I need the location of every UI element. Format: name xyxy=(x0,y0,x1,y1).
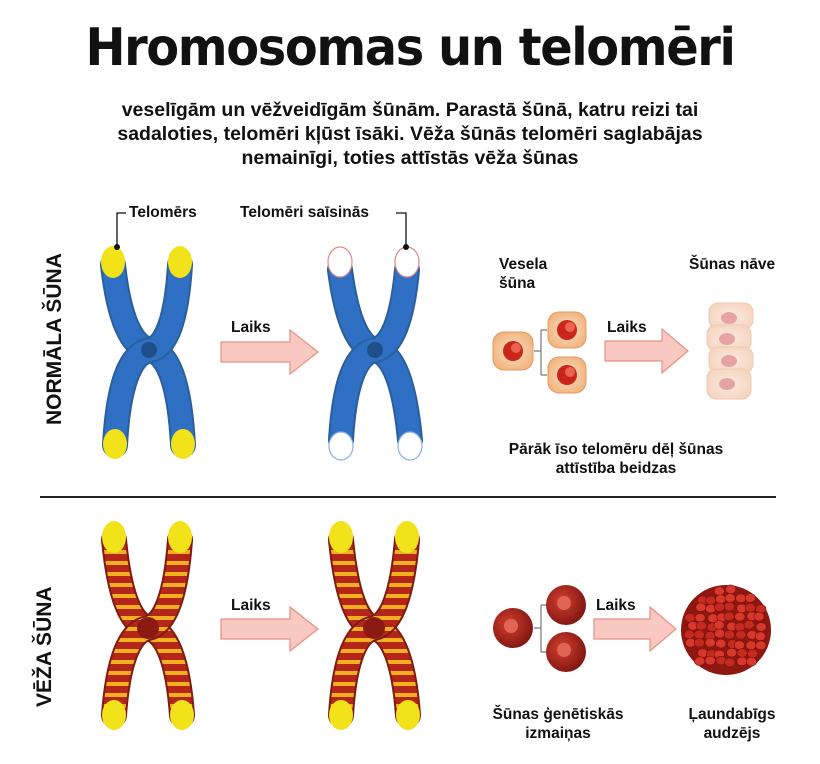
telomere-pointer-line xyxy=(116,212,126,245)
tumor-cluster xyxy=(681,584,771,675)
time-arrow-normal-cells xyxy=(604,327,689,375)
healthy-cell-label: Vesela šūna xyxy=(499,256,548,292)
genetic-change-label: Šūnas ģenētiskās izmaiņas xyxy=(492,706,624,742)
telomere-bottom-left xyxy=(103,429,127,459)
time-label-normal-cells: Laiks xyxy=(607,319,647,336)
normal-caption: Pārāk īso telomēru dēļ šūnas attīstība b… xyxy=(508,441,724,477)
division-bracket-cancer xyxy=(534,604,546,653)
malignant-tumor-label: Ļaundabīgs audzējs xyxy=(688,706,776,742)
cell-death-label: Šūnas nāve xyxy=(689,256,776,273)
section-divider xyxy=(40,496,776,498)
division-bracket-normal xyxy=(534,329,547,376)
telomere-top-right xyxy=(168,246,192,278)
page-subtitle: veselīgām un vēžveidīgām šūnām. Parastā … xyxy=(117,99,703,169)
telomere-label: Telomērs xyxy=(129,204,197,221)
telomere-shorten-label: Telomēri saīsinās xyxy=(240,204,369,221)
dead-cell-stack xyxy=(706,302,754,400)
time-arrow-cancer-cells xyxy=(593,605,677,653)
shorten-pointer-line xyxy=(396,212,407,245)
time-label-cancer-cells: Laiks xyxy=(596,597,636,614)
time-arrow-normal-1 xyxy=(220,328,319,376)
telomere-top-left xyxy=(101,246,125,278)
cancer-chromosome-2 xyxy=(328,521,421,730)
cancer-chromosome-1 xyxy=(101,521,195,730)
cancer-cell-group xyxy=(493,585,586,672)
time-label-cancer-1: Laiks xyxy=(231,597,271,614)
telomere-bottom-right xyxy=(171,429,195,459)
page-title: Hromosomas un telomēri xyxy=(85,18,735,78)
time-arrow-cancer-1 xyxy=(220,605,319,653)
healthy-cell-group xyxy=(492,311,587,394)
normal-chromosome-long-telomeres xyxy=(100,246,196,459)
normal-chromosome-short-telomeres xyxy=(327,246,423,461)
time-label-normal-1: Laiks xyxy=(231,319,271,336)
